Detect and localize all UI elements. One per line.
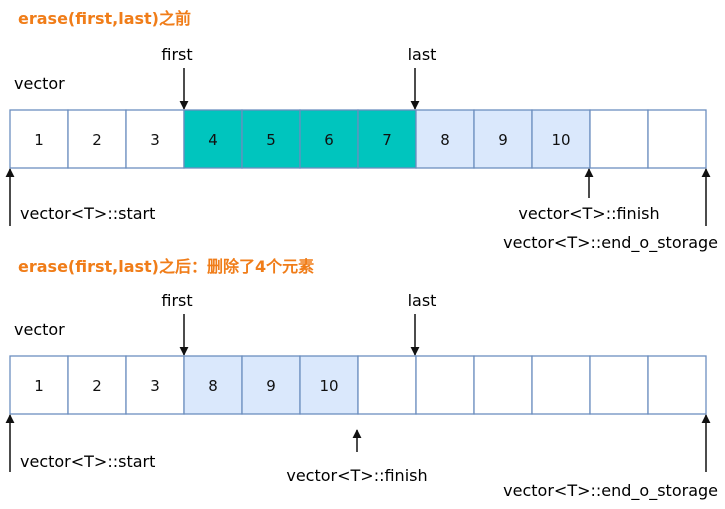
after-cell-11 <box>589 355 649 415</box>
before-cell-value: 6 <box>324 131 334 149</box>
after-cell-10 <box>531 355 591 415</box>
after-cell-8 <box>415 355 475 415</box>
before-cell-value: 3 <box>150 131 160 149</box>
after-cell-value: 1 <box>34 377 44 395</box>
before-section: erase(first,last)之前 vector first last 1 2… <box>5 9 718 253</box>
after-first-label: first <box>161 291 192 310</box>
before-finish-label: vector<T>::finish <box>518 204 659 223</box>
before-cell-8 <box>415 109 475 169</box>
after-finish-label: vector<T>::finish <box>286 466 427 485</box>
before-start-label: vector<T>::start <box>20 204 155 223</box>
after-cell-value: 3 <box>150 377 160 395</box>
before-cell-2 <box>67 109 127 169</box>
after-cell-row: 1 2 3 8 9 10 <box>9 355 707 415</box>
before-cell-value: 8 <box>440 131 450 149</box>
before-cell-11 <box>589 109 649 169</box>
before-cell-10 <box>531 109 591 169</box>
after-cell-4 <box>183 355 243 415</box>
before-cell-9 <box>473 109 533 169</box>
after-cell-value: 10 <box>319 377 338 395</box>
after-cell-value: 8 <box>208 377 218 395</box>
after-end-label: vector<T>::end_o_storage <box>503 481 718 501</box>
after-cell-1 <box>9 355 69 415</box>
before-cell-1 <box>9 109 69 169</box>
after-cell-3 <box>125 355 185 415</box>
before-cell-6 <box>299 109 359 169</box>
before-cell-value: 1 <box>34 131 44 149</box>
after-cell-6 <box>299 355 359 415</box>
before-cell-value: 9 <box>498 131 508 149</box>
after-section: erase(first,last)之后：删除了4个元素 vector first… <box>5 257 718 501</box>
before-cell-4 <box>183 109 243 169</box>
after-cell-7 <box>357 355 417 415</box>
after-cell-value: 2 <box>92 377 102 395</box>
before-cell-12 <box>647 109 707 169</box>
after-cell-value: 9 <box>266 377 276 395</box>
before-end-label: vector<T>::end_o_storage <box>503 233 718 253</box>
before-title: erase(first,last)之前 <box>18 9 191 28</box>
before-cell-7 <box>357 109 417 169</box>
before-cell-value: 7 <box>382 131 392 149</box>
after-start-label: vector<T>::start <box>20 452 155 471</box>
after-cell-12 <box>647 355 707 415</box>
before-last-label: last <box>408 45 437 64</box>
before-cell-value: 10 <box>551 131 570 149</box>
after-last-label: last <box>408 291 437 310</box>
before-cell-3 <box>125 109 185 169</box>
before-cell-row: 1 2 3 4 5 6 7 8 9 10 <box>9 109 707 169</box>
before-vector-label: vector <box>14 74 65 93</box>
before-first-label: first <box>161 45 192 64</box>
before-cell-value: 2 <box>92 131 102 149</box>
after-cell-9 <box>473 355 533 415</box>
before-cell-value: 5 <box>266 131 276 149</box>
before-cell-value: 4 <box>208 131 218 149</box>
after-vector-label: vector <box>14 320 65 339</box>
after-title: erase(first,last)之后：删除了4个元素 <box>18 257 314 276</box>
